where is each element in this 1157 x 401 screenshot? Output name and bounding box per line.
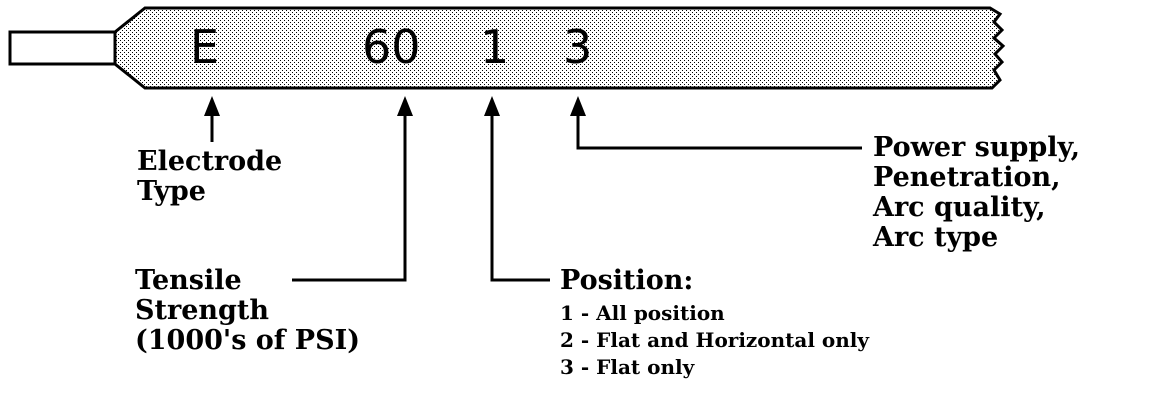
power-supply-arrow-shaft [576, 112, 862, 150]
electrode-type-line-2: Type [137, 176, 206, 207]
electrode-type-label: Electrode Type [137, 147, 282, 207]
position-option-3: 3 - Flat only [560, 355, 695, 379]
position-arrowhead [484, 96, 500, 116]
electrode-wire-stub [8, 30, 117, 66]
power-supply-line-3: Arc quality, [873, 192, 1046, 223]
electrode-type-arrowhead [204, 96, 220, 116]
position-arrow-shaft [490, 112, 550, 282]
power-supply-line-2: Penetration, [873, 162, 1061, 193]
tensile-strength-label: Tensile Strength (1000's of PSI) [135, 266, 360, 356]
position-heading: Position: [560, 265, 694, 296]
position-option-2: 2 - Flat and Horizontal only [560, 328, 870, 352]
electrode-coating [113, 6, 1006, 90]
power-supply-label: Power supply, Penetration, Arc quality, … [873, 133, 1080, 253]
code-tensile-digits: 60 [362, 20, 421, 74]
position-options: 1 - All position 2 - Flat and Horizontal… [560, 300, 869, 381]
tensile-line-1: Tensile [135, 265, 242, 296]
code-coating-digit: 3 [563, 20, 593, 74]
tensile-arrowhead [397, 96, 413, 116]
tensile-line-2: Strength [135, 295, 269, 326]
code-position-digit: 1 [480, 20, 510, 74]
power-supply-arrowhead [570, 96, 586, 116]
power-supply-line-4: Arc type [873, 222, 999, 253]
code-letter-e: E [190, 20, 220, 74]
tensile-arrow-shaft [292, 112, 407, 282]
tensile-line-3: (1000's of PSI) [135, 325, 361, 356]
position-option-1: 1 - All position [560, 301, 725, 325]
electrode-type-line-1: Electrode [137, 146, 283, 177]
power-supply-line-1: Power supply, [873, 132, 1080, 163]
